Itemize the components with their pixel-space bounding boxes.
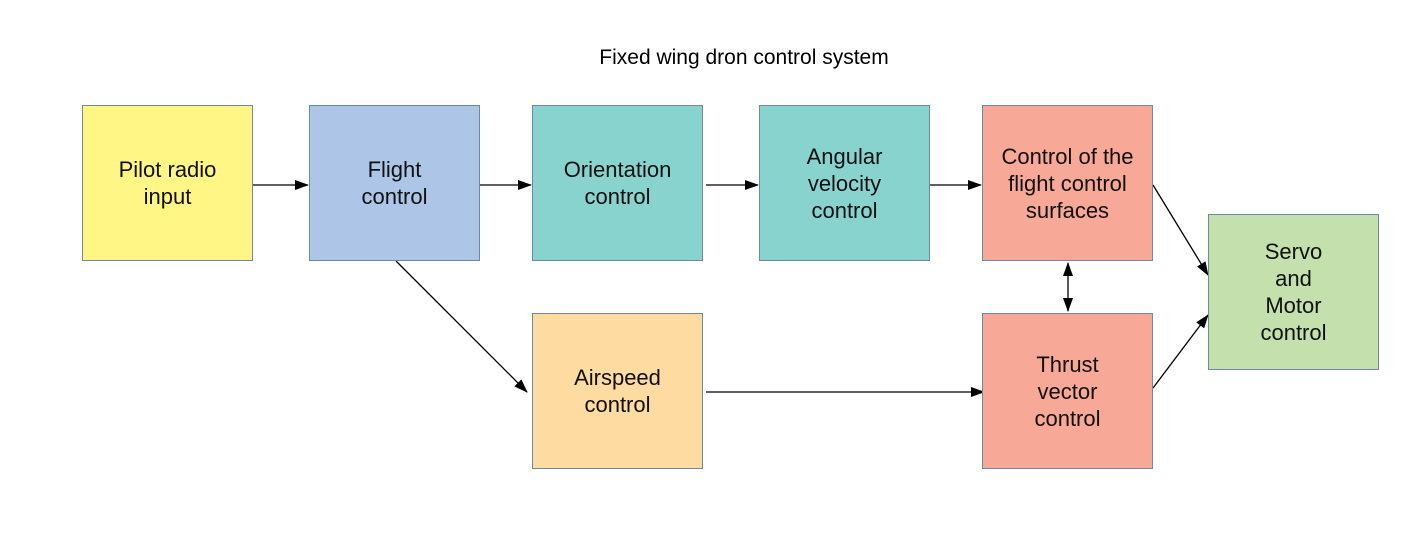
node-pilot-radio-input-label: Pilot radio input	[118, 157, 217, 209]
node-servo-motor-control: Servo and Motor control	[1208, 214, 1379, 370]
node-flight-surfaces-control-label: Control of the flight control surfaces	[1001, 143, 1134, 223]
diagram-title: Fixed wing dron control system	[599, 46, 889, 69]
node-flight-control-label: Flight control	[361, 157, 428, 209]
node-servo-motor-control-label: Servo and Motor control	[1260, 239, 1327, 345]
node-angular-velocity-control: Angular velocity control	[759, 105, 930, 261]
edge-flight-to-airspeed	[395, 260, 528, 393]
node-flight-control: Flight control	[309, 105, 480, 261]
node-pilot-radio-input: Pilot radio input	[82, 105, 253, 261]
node-thrust-vector-control-label: Thrust vector control	[1034, 351, 1101, 431]
node-airspeed-control: Airspeed control	[532, 313, 703, 469]
node-orientation-control-label: Orientation control	[563, 157, 672, 209]
edge-thrust-to-servo	[1152, 314, 1209, 389]
node-airspeed-control-label: Airspeed control	[574, 365, 661, 417]
node-orientation-control: Orientation control	[532, 105, 703, 261]
node-thrust-vector-control: Thrust vector control	[982, 313, 1153, 469]
node-angular-velocity-control-label: Angular velocity control	[806, 143, 883, 223]
edge-surfaces-to-servo	[1152, 184, 1209, 276]
node-flight-surfaces-control: Control of the flight control surfaces	[982, 105, 1153, 261]
